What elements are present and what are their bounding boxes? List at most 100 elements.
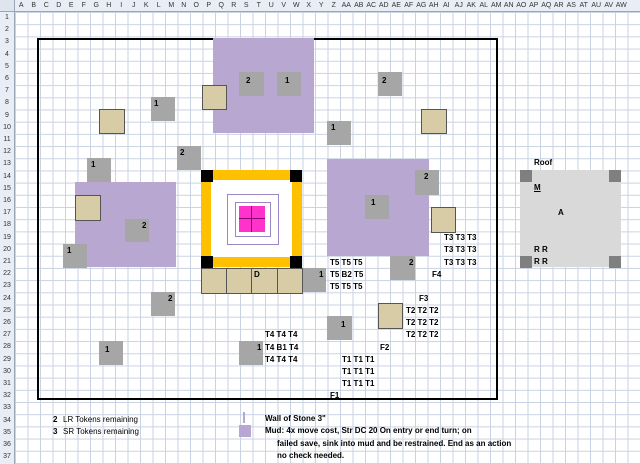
grey-block-label: 2 [246, 76, 251, 85]
row-header[interactable]: 10 [3, 123, 11, 131]
row-header[interactable]: 17 [3, 209, 11, 217]
row-header[interactable]: 27 [3, 331, 11, 339]
row-header[interactable]: 19 [3, 233, 11, 241]
cell-grid[interactable]: 1 2 1 1 2 1 2 2 1 1 2 2 2 1 1 1 1 D T5 [15, 12, 640, 464]
row-header[interactable]: 9 [5, 111, 9, 119]
column-header[interactable]: AJ [454, 2, 463, 9]
column-header[interactable]: AE [391, 2, 401, 9]
column-header[interactable]: O [193, 2, 199, 9]
row-header[interactable]: 32 [3, 392, 11, 400]
column-header[interactable]: E [68, 2, 74, 9]
row-header[interactable]: 18 [3, 221, 11, 229]
column-header[interactable]: X [306, 2, 312, 9]
row-header[interactable]: 33 [3, 404, 11, 412]
token-f2: F2 [380, 343, 390, 352]
column-header[interactable]: W [292, 2, 300, 9]
column-header[interactable]: AH [428, 2, 439, 9]
row-header[interactable]: 29 [3, 355, 11, 363]
column-header[interactable]: M [168, 2, 175, 9]
grey-block-12: 2 [390, 256, 415, 280]
column-header[interactable]: AP [529, 2, 539, 9]
tower-core-crosshair-h [239, 218, 265, 219]
row-header[interactable]: 15 [3, 184, 11, 192]
column-header[interactable]: AL [479, 2, 489, 9]
column-header[interactable]: AM [491, 2, 502, 9]
row-header[interactable]: 23 [3, 282, 11, 290]
row-header[interactable]: 11 [3, 136, 11, 143]
column-header[interactable]: AV [604, 2, 614, 9]
column-header[interactable]: J [132, 2, 136, 9]
column-header[interactable]: AN [503, 2, 514, 9]
column-header[interactable]: K [143, 2, 149, 9]
column-header[interactable]: AS [566, 2, 576, 9]
row-header[interactable]: 37 [3, 453, 11, 461]
row-header[interactable]: 5 [5, 62, 9, 70]
row-header[interactable]: 12 [3, 148, 11, 156]
select-all-corner[interactable] [0, 0, 15, 12]
column-header[interactable]: Q [218, 2, 224, 9]
column-header[interactable]: AD [378, 2, 389, 9]
grey-block-2: 2 [239, 72, 264, 96]
row-header[interactable]: 22 [3, 270, 11, 278]
column-header[interactable]: AF [404, 2, 414, 9]
column-header[interactable]: I [120, 2, 123, 9]
row-header[interactable]: 25 [3, 306, 11, 314]
row-header[interactable]: 26 [3, 319, 11, 326]
row-header[interactable]: 31 [3, 380, 11, 387]
column-header[interactable]: AA [341, 2, 351, 9]
row-header[interactable]: 3 [5, 38, 9, 46]
row-header[interactable]: 14 [3, 172, 11, 180]
row-header[interactable]: 1 [5, 14, 9, 21]
column-header[interactable]: S [243, 2, 249, 9]
column-header[interactable]: P [206, 2, 212, 9]
column-header[interactable]: B [31, 2, 37, 9]
column-header[interactable]: AW [615, 2, 627, 9]
token-t1-row3: T1 T1 T1 [342, 379, 375, 388]
column-header[interactable]: C [43, 2, 49, 9]
column-header[interactable]: R [231, 2, 237, 9]
column-header[interactable]: AO [516, 2, 527, 9]
row-header[interactable]: 24 [3, 294, 11, 302]
roof-a-label: A [558, 208, 564, 217]
column-header[interactable]: A [18, 2, 24, 9]
column-header[interactable]: AC [366, 2, 377, 9]
tower-corner-br [290, 256, 302, 268]
row-header[interactable]: 6 [5, 75, 9, 82]
column-header[interactable]: AQ [541, 2, 552, 9]
grey-block-9: 1 [365, 195, 389, 219]
column-header[interactable]: G [93, 2, 99, 9]
row-header[interactable]: 35 [3, 428, 11, 436]
row-header[interactable]: 7 [5, 87, 9, 95]
row-header[interactable]: 4 [5, 50, 9, 58]
column-header[interactable]: AB [354, 2, 364, 9]
row-header[interactable]: 13 [3, 160, 11, 168]
row-header[interactable]: 16 [3, 197, 11, 204]
column-header[interactable]: Y [318, 2, 324, 9]
column-header[interactable]: AR [553, 2, 564, 9]
column-header[interactable]: F [81, 2, 86, 9]
column-header[interactable]: D [56, 2, 62, 9]
column-header[interactable]: AG [416, 2, 427, 9]
column-header[interactable]: H [106, 2, 112, 9]
row-header[interactable]: 21 [3, 258, 11, 265]
column-header[interactable]: AT [579, 2, 588, 9]
row-header[interactable]: 34 [3, 416, 11, 424]
column-header[interactable]: U [268, 2, 274, 9]
row-header[interactable]: 2 [5, 26, 9, 34]
column-header[interactable]: AU [591, 2, 602, 9]
row-header[interactable]: 28 [3, 343, 11, 351]
grey-block-5: 2 [378, 72, 402, 96]
column-header[interactable]: V [281, 2, 287, 9]
column-header[interactable]: L [156, 2, 161, 9]
row-header[interactable]: 36 [3, 441, 11, 448]
column-header[interactable]: N [181, 2, 187, 9]
row-header[interactable]: 20 [3, 245, 11, 253]
column-header[interactable]: AI [442, 2, 450, 9]
row-header[interactable]: 30 [3, 367, 11, 375]
row-header[interactable]: 8 [5, 99, 9, 107]
column-header[interactable]: T [256, 2, 261, 9]
column-header[interactable]: AK [466, 2, 476, 9]
column-header[interactable]: Z [331, 2, 336, 9]
